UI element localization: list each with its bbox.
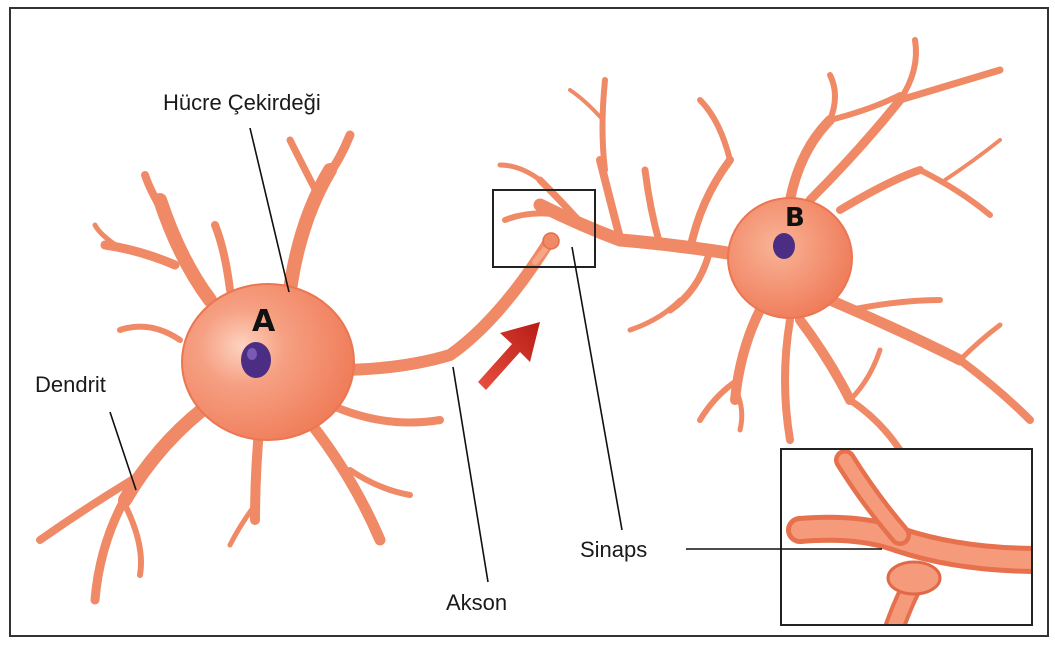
axon-terminal bbox=[543, 233, 559, 249]
dendrite-leader bbox=[110, 412, 136, 490]
nucleus-label: Hücre Çekirdeği bbox=[163, 90, 321, 115]
axon-leader bbox=[453, 367, 488, 582]
nucleus-leader bbox=[250, 128, 289, 292]
synapse-leader-main bbox=[572, 247, 622, 530]
synapse-inset bbox=[781, 449, 1040, 640]
axon-label: Akson bbox=[446, 590, 507, 615]
dendrite-label: Dendrit bbox=[35, 372, 106, 397]
direction-arrow bbox=[478, 322, 540, 390]
neuron-b-letter: B bbox=[785, 203, 805, 233]
neuron-a-letter: A bbox=[252, 304, 276, 339]
neuron-a-nucleus bbox=[241, 342, 271, 378]
neuron-b-nucleus bbox=[773, 233, 795, 259]
synapse-label: Sinaps bbox=[580, 537, 647, 562]
